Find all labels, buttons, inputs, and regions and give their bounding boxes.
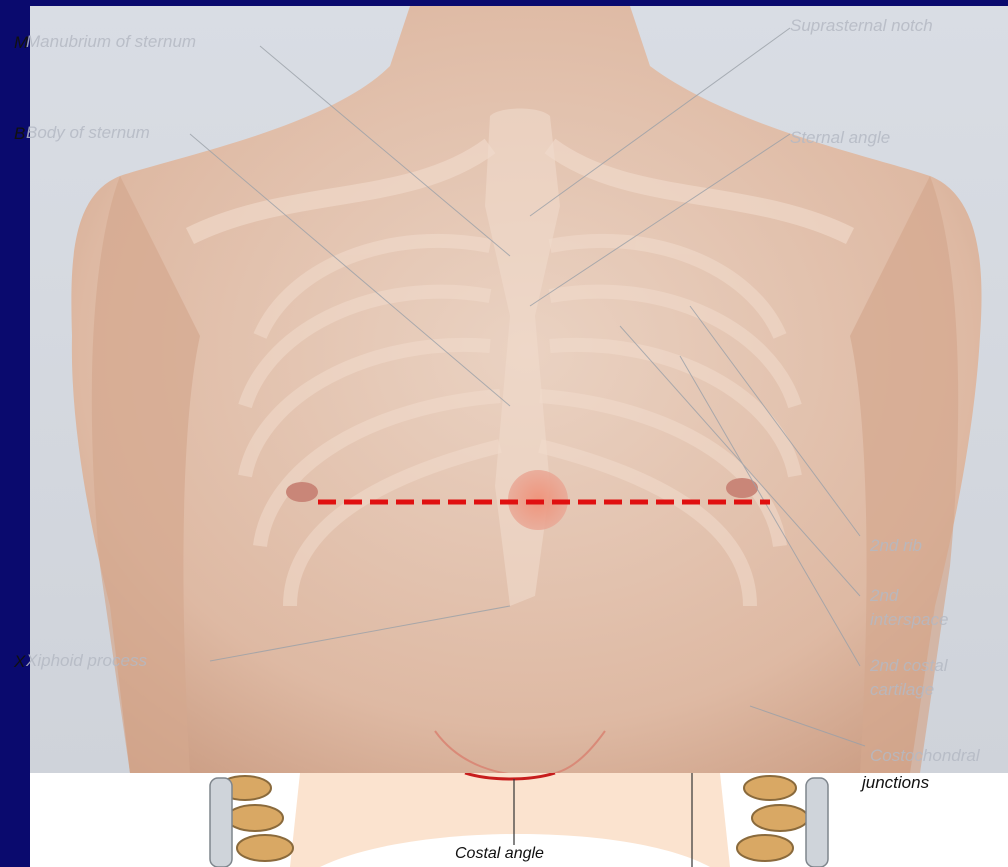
right-nipple — [726, 478, 758, 498]
label-2nd-interspace-2: interspace — [870, 611, 948, 630]
label-costal-angle: Costal angle — [455, 845, 544, 863]
label-xiphoid: Xiphoid process — [26, 652, 147, 671]
label-body-of-sternum: Body of sternum — [26, 124, 150, 143]
label-2nd-interspace-1: 2nd — [870, 587, 898, 606]
label-sternal-angle: Sternal angle — [790, 129, 890, 148]
left-nipple — [286, 482, 318, 502]
label-2nd-costal-cartilage-2: cartilage — [870, 681, 934, 700]
label-costochondral-1: Costochondral — [870, 747, 980, 766]
label-2nd-costal-cartilage-1: 2nd costal — [870, 657, 948, 676]
label-manubrium: Manubrium of sternum — [26, 33, 196, 52]
chest-illustration — [30, 6, 1008, 773]
label-costochondral-2: junctions — [862, 774, 929, 793]
body-edge-letter: B — [14, 124, 25, 144]
xiphoid-edge-letter: X — [14, 652, 25, 672]
chest-photo — [30, 6, 1008, 773]
label-suprasternal-notch: Suprasternal notch — [790, 17, 933, 36]
label-2nd-rib: 2nd rib — [870, 537, 922, 556]
